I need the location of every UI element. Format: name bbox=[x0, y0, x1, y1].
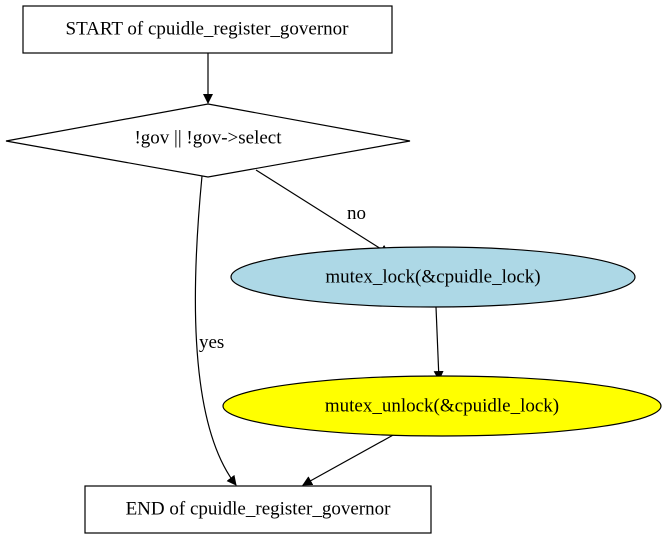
edge-condition-to-lock-line bbox=[255, 169, 390, 255]
start-node-box bbox=[22, 5, 393, 54]
edge-condition-to-end: yes bbox=[194, 175, 237, 486]
edge-label-yes: yes bbox=[199, 332, 224, 353]
unlock-node-label: mutex_unlock(&cpuidle_lock) bbox=[325, 395, 559, 416]
edge-lock-to-unlock-line bbox=[433, 306, 444, 381]
lock-node: mutex_lock(&cpuidle_lock) bbox=[230, 246, 636, 308]
edge-lock-to-unlock bbox=[433, 306, 444, 381]
lock-node-ellipse bbox=[230, 246, 636, 308]
edge-label-no: no bbox=[347, 203, 366, 224]
condition-node-label: !gov || !gov->select bbox=[134, 127, 282, 148]
unlock-node: mutex_unlock(&cpuidle_lock) bbox=[222, 375, 662, 437]
end-node-box bbox=[84, 485, 432, 534]
edge-condition-to-end-curve bbox=[194, 175, 237, 486]
start-node-label: START of cpuidle_register_governor bbox=[66, 18, 350, 39]
condition-node-diamond bbox=[5, 103, 411, 178]
end-node-label: END of cpuidle_register_governor bbox=[126, 498, 392, 519]
edge-unlock-to-end-line bbox=[302, 433, 396, 486]
unlock-node-ellipse bbox=[222, 375, 662, 437]
edge-condition-to-lock: no bbox=[255, 169, 390, 255]
end-node: END of cpuidle_register_governor bbox=[84, 485, 432, 534]
condition-node: !gov || !gov->select bbox=[5, 103, 411, 178]
edge-unlock-to-end bbox=[302, 433, 396, 486]
lock-node-label: mutex_lock(&cpuidle_lock) bbox=[325, 266, 540, 287]
start-node: START of cpuidle_register_governor bbox=[22, 5, 393, 54]
